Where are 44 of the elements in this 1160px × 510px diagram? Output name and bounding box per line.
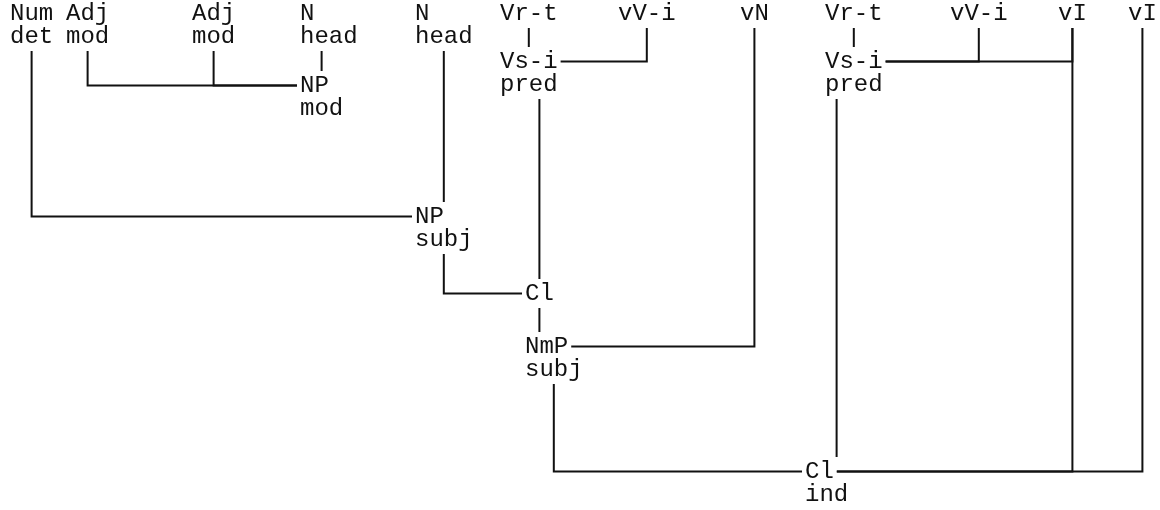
category-label: Vs-i [825,50,883,73]
tree-line [835,27,1144,473]
category-label: Cl [805,460,834,483]
tree-line [559,27,648,63]
tree-line [442,50,445,203]
category-label: Adj [192,2,236,25]
tree-line [835,98,838,458]
tree-line [30,50,413,218]
tree-line [852,27,855,48]
category-label: vN [740,2,769,25]
tree-line [527,27,530,48]
function-label: mod [192,25,236,48]
category-label: Vr-t [825,2,883,25]
category-label: N [415,2,430,25]
category-label: Cl [525,282,554,305]
function-label: mod [300,97,344,120]
tree-line [442,253,523,295]
function-label: pred [825,73,883,96]
category-label: NmP [525,335,569,358]
category-label: NP [300,74,329,97]
function-label: pred [500,73,558,96]
tree-line [320,50,323,72]
category-label: vV-i [950,2,1008,25]
category-label: Vr-t [500,2,558,25]
function-label: head [415,25,473,48]
tree-line [570,27,756,348]
function-label: subj [415,228,473,251]
function-label: head [300,25,358,48]
category-label: NP [415,205,444,228]
category-label: Num [10,2,54,25]
function-label: mod [66,25,110,48]
tree-line [212,50,298,87]
function-label: det [10,25,54,48]
tree-line [538,98,541,280]
tree-line [538,307,541,333]
category-label: vI [1058,2,1087,25]
tree-line [552,383,803,473]
category-label: vI [1128,2,1157,25]
category-label: Adj [66,2,110,25]
category-label: Vs-i [500,50,558,73]
function-label: subj [525,358,583,381]
category-label: N [300,2,315,25]
category-label: vV-i [618,2,676,25]
function-label: ind [805,483,849,506]
